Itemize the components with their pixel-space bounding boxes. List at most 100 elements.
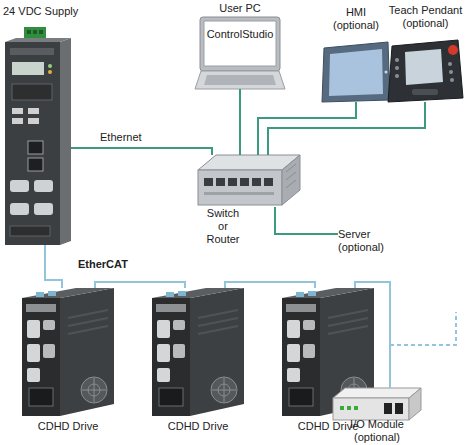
usb-port [28, 108, 39, 114]
switch-port [240, 178, 249, 186]
usb-port [12, 118, 23, 124]
logo-strip [10, 48, 54, 55]
io-port [384, 403, 392, 414]
io-led [354, 406, 358, 410]
io-side [409, 388, 421, 420]
device-label: Teach Pendant (optional) [383, 4, 468, 30]
usb-port [12, 108, 23, 114]
device-label: I/O Module (optional) [347, 418, 407, 444]
device-node: Server (optional) [338, 228, 394, 254]
ethernet-port [28, 158, 43, 171]
screen-text: ControlStudio [204, 28, 276, 41]
serial-port [34, 180, 53, 192]
device-node: HMI (optional) [322, 42, 390, 102]
switch-vent [286, 180, 296, 188]
device-node: Teach Pendant (optional) [388, 40, 463, 102]
switch-front [198, 170, 282, 205]
serial-port [10, 203, 29, 215]
device-label: CDHD Drive [22, 420, 114, 433]
device-node: I/O Module (optional) [333, 388, 421, 420]
hmi-screen [329, 49, 383, 96]
ethercat-cable [95, 282, 185, 288]
bus-label: Ethernet [100, 131, 142, 144]
ethercat-cable [225, 282, 315, 288]
ethercat-cable [355, 282, 390, 388]
laptop-base [195, 71, 285, 89]
pendant-keypad [412, 89, 438, 95]
device-node: CDHD Drive [282, 288, 374, 416]
controller-unit [5, 27, 71, 245]
pendant-key [450, 78, 454, 82]
laptop-screen [204, 21, 276, 66]
terminal-screw [39, 30, 43, 34]
ethernet-cable [71, 148, 212, 155]
controller-body [5, 42, 60, 245]
ethernet-cable [268, 102, 425, 155]
bus-label: EtherCAT [78, 258, 128, 271]
lcd-display [12, 62, 44, 75]
serial-port [10, 180, 29, 192]
device-node: CDHD Drive [22, 288, 114, 416]
device-label: 24 VDC Supply [3, 5, 93, 18]
device-label: CDHD Drive [152, 420, 244, 433]
io-led [347, 406, 351, 410]
servo-drive [22, 288, 114, 416]
usb-port [28, 118, 39, 124]
emergency-stop [448, 45, 458, 55]
device-node: Switch or Router [198, 155, 300, 207]
button-panel [12, 84, 52, 100]
serial-port [34, 203, 53, 215]
network-switch [198, 155, 300, 205]
switch-side [282, 155, 300, 205]
io-port [395, 403, 403, 414]
terminal-screw [33, 30, 37, 34]
servo-drive [152, 288, 244, 416]
terminal-screw [27, 30, 31, 34]
laptop [195, 17, 285, 89]
device-label: HMI (optional) [326, 6, 386, 32]
status-led [48, 70, 52, 74]
pendant-key [448, 62, 452, 66]
device-label: Server (optional) [338, 228, 394, 254]
pendant-key [395, 66, 399, 70]
switch-port [264, 178, 273, 186]
laptop-keyboard [204, 75, 276, 85]
pendant-key [449, 70, 453, 74]
pendant-body [388, 40, 463, 102]
bus-continuation [390, 312, 456, 345]
switch-vent [286, 172, 296, 180]
status-led [48, 64, 52, 68]
io-led [340, 406, 344, 410]
hmi-panel [322, 42, 390, 102]
device-node: 24 VDC Supply [5, 38, 71, 245]
device-node: User PCControlStudio [195, 17, 285, 89]
teach-pendant [388, 40, 463, 102]
controller-side [60, 38, 71, 245]
io-module [333, 388, 421, 420]
pendant-key [395, 58, 399, 62]
pendant-key [395, 74, 399, 78]
switch-led-strip [204, 192, 274, 195]
io-top [333, 388, 421, 398]
switch-port [216, 178, 225, 186]
connector-group [45, 89, 425, 388]
hmi-body [322, 42, 390, 102]
device-label: Switch or Router [204, 207, 242, 246]
ethernet-cable [275, 207, 338, 234]
pendant-screen [405, 49, 443, 85]
switch-port [252, 178, 261, 186]
device-label: User PC [195, 2, 285, 15]
ethernet-cable [239, 89, 241, 155]
switch-port [228, 178, 237, 186]
ethernet-port [28, 141, 43, 154]
ethercat-cable [45, 245, 62, 288]
device-node: CDHD Drive [152, 288, 244, 416]
laptop-lid [200, 17, 280, 71]
switch-port [204, 178, 213, 186]
switch-vent [286, 164, 296, 172]
hmi-button [385, 71, 388, 74]
controller-top [5, 38, 71, 42]
